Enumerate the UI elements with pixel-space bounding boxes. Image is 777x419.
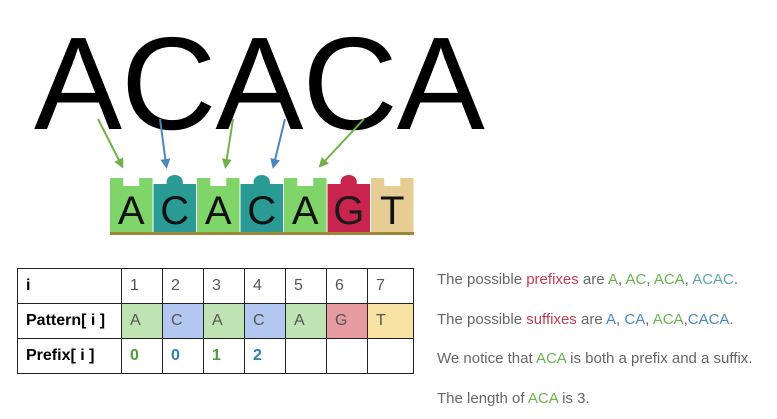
puzzle-letter: C bbox=[160, 189, 189, 233]
pattern-cell: A bbox=[121, 303, 163, 339]
puzzle-piece-c bbox=[240, 175, 283, 232]
note-keyword-aca: ACA bbox=[527, 390, 558, 407]
arrow-4 bbox=[270, 118, 286, 169]
puzzle-piece-c bbox=[153, 175, 196, 232]
note-text: is 3. bbox=[557, 390, 590, 407]
separator: . bbox=[729, 311, 734, 328]
note-prefixes: The possible prefixes are A, AC, ACA, AC… bbox=[437, 271, 738, 288]
note-keyword-prefixes: prefixes bbox=[526, 271, 579, 288]
row-pattern: Pattern[ i ] A C A C A G T bbox=[17, 303, 414, 339]
separator: , bbox=[646, 271, 654, 288]
title-word: ACACA bbox=[34, 10, 485, 157]
separator: , bbox=[683, 311, 688, 328]
note-suffixes: The possible suffixes are A, CA, ACA,CAC… bbox=[437, 311, 734, 328]
pattern-cell: T bbox=[367, 303, 414, 339]
note-both: We notice that ACA is both a prefix and … bbox=[437, 350, 752, 367]
separator: . bbox=[733, 271, 739, 288]
strip-baseline bbox=[110, 232, 414, 235]
index-cell: 6 bbox=[326, 268, 368, 304]
prefix-item: ACA bbox=[653, 271, 685, 288]
prefix-value: 1 bbox=[212, 347, 221, 364]
index-cell: 5 bbox=[285, 268, 327, 304]
prefix-item: AC bbox=[625, 271, 647, 288]
puzzle-letter: G bbox=[333, 189, 364, 233]
pattern-cell: C bbox=[162, 303, 204, 339]
prefix-value: 0 bbox=[171, 347, 180, 364]
puzzle-letter: A bbox=[118, 189, 145, 233]
prefix-cell: 1 bbox=[203, 338, 245, 374]
separator: , bbox=[616, 311, 625, 328]
prefix-cell bbox=[285, 338, 327, 374]
pattern-table: i 1 2 3 4 5 6 7 Pattern[ i ] A C A C A G… bbox=[17, 268, 414, 374]
suffix-item: ACA bbox=[652, 311, 684, 328]
prefix-cell: 0 bbox=[121, 338, 163, 374]
puzzle-piece-t bbox=[371, 178, 414, 232]
index-cell: 1 bbox=[121, 268, 163, 304]
index-cell: 4 bbox=[244, 268, 286, 304]
prefix-cell bbox=[326, 338, 368, 374]
pattern-cell: C bbox=[244, 303, 286, 339]
prefix-cell: 0 bbox=[162, 338, 204, 374]
index-cell: 7 bbox=[367, 268, 414, 304]
note-text: We notice that bbox=[437, 350, 536, 367]
prefix-value: 0 bbox=[130, 347, 139, 364]
arrow-2 bbox=[159, 118, 171, 169]
row-prefix: Prefix[ i ] 0 0 1 2 bbox=[17, 338, 414, 374]
note-text: is both a prefix and a suffix. bbox=[565, 350, 753, 367]
pattern-cell: G bbox=[326, 303, 368, 339]
puzzle-letter: A bbox=[205, 189, 232, 233]
arrow-5 bbox=[318, 118, 365, 168]
puzzle-letter: A bbox=[292, 189, 319, 233]
note-keyword-aca: ACA bbox=[535, 350, 566, 367]
pattern-cell: A bbox=[203, 303, 245, 339]
index-cell: 3 bbox=[203, 268, 245, 304]
note-text: The possible bbox=[437, 311, 527, 328]
separator: , bbox=[645, 311, 653, 328]
puzzle-piece-a bbox=[284, 178, 327, 232]
puzzle-piece-a bbox=[197, 178, 240, 232]
prefix-value: 2 bbox=[253, 347, 262, 364]
row-label-pattern: Pattern[ i ] bbox=[17, 303, 122, 339]
arrows-layer bbox=[97, 118, 365, 169]
note-text: are bbox=[576, 311, 606, 328]
note-text: The length of bbox=[437, 390, 528, 407]
note-text: are bbox=[578, 271, 608, 288]
row-label-i: i bbox=[17, 268, 122, 304]
note-keyword-suffixes: suffixes bbox=[526, 311, 577, 328]
arrow-1 bbox=[97, 118, 124, 169]
puzzle-piece-g bbox=[327, 175, 370, 232]
puzzle-letter: T bbox=[380, 189, 404, 233]
note-length: The length of ACA is 3. bbox=[437, 390, 590, 407]
arrow-3 bbox=[221, 118, 234, 169]
pattern-cell: A bbox=[285, 303, 327, 339]
note-text: The possible bbox=[437, 271, 527, 288]
suffix-item: CA bbox=[624, 311, 646, 328]
suffix-item: CACA bbox=[687, 311, 730, 328]
puzzle-letter: C bbox=[247, 189, 276, 233]
row-index: i 1 2 3 4 5 6 7 bbox=[17, 268, 414, 304]
prefix-item: ACAC bbox=[692, 271, 734, 288]
puzzle-piece-a bbox=[110, 178, 153, 232]
row-label-prefix: Prefix[ i ] bbox=[17, 338, 122, 374]
separator: , bbox=[684, 271, 693, 288]
prefix-cell bbox=[367, 338, 414, 374]
prefix-item: A bbox=[607, 271, 618, 288]
prefix-cell: 2 bbox=[244, 338, 286, 374]
separator: , bbox=[617, 271, 626, 288]
suffix-item: A bbox=[606, 311, 617, 328]
index-cell: 2 bbox=[162, 268, 204, 304]
